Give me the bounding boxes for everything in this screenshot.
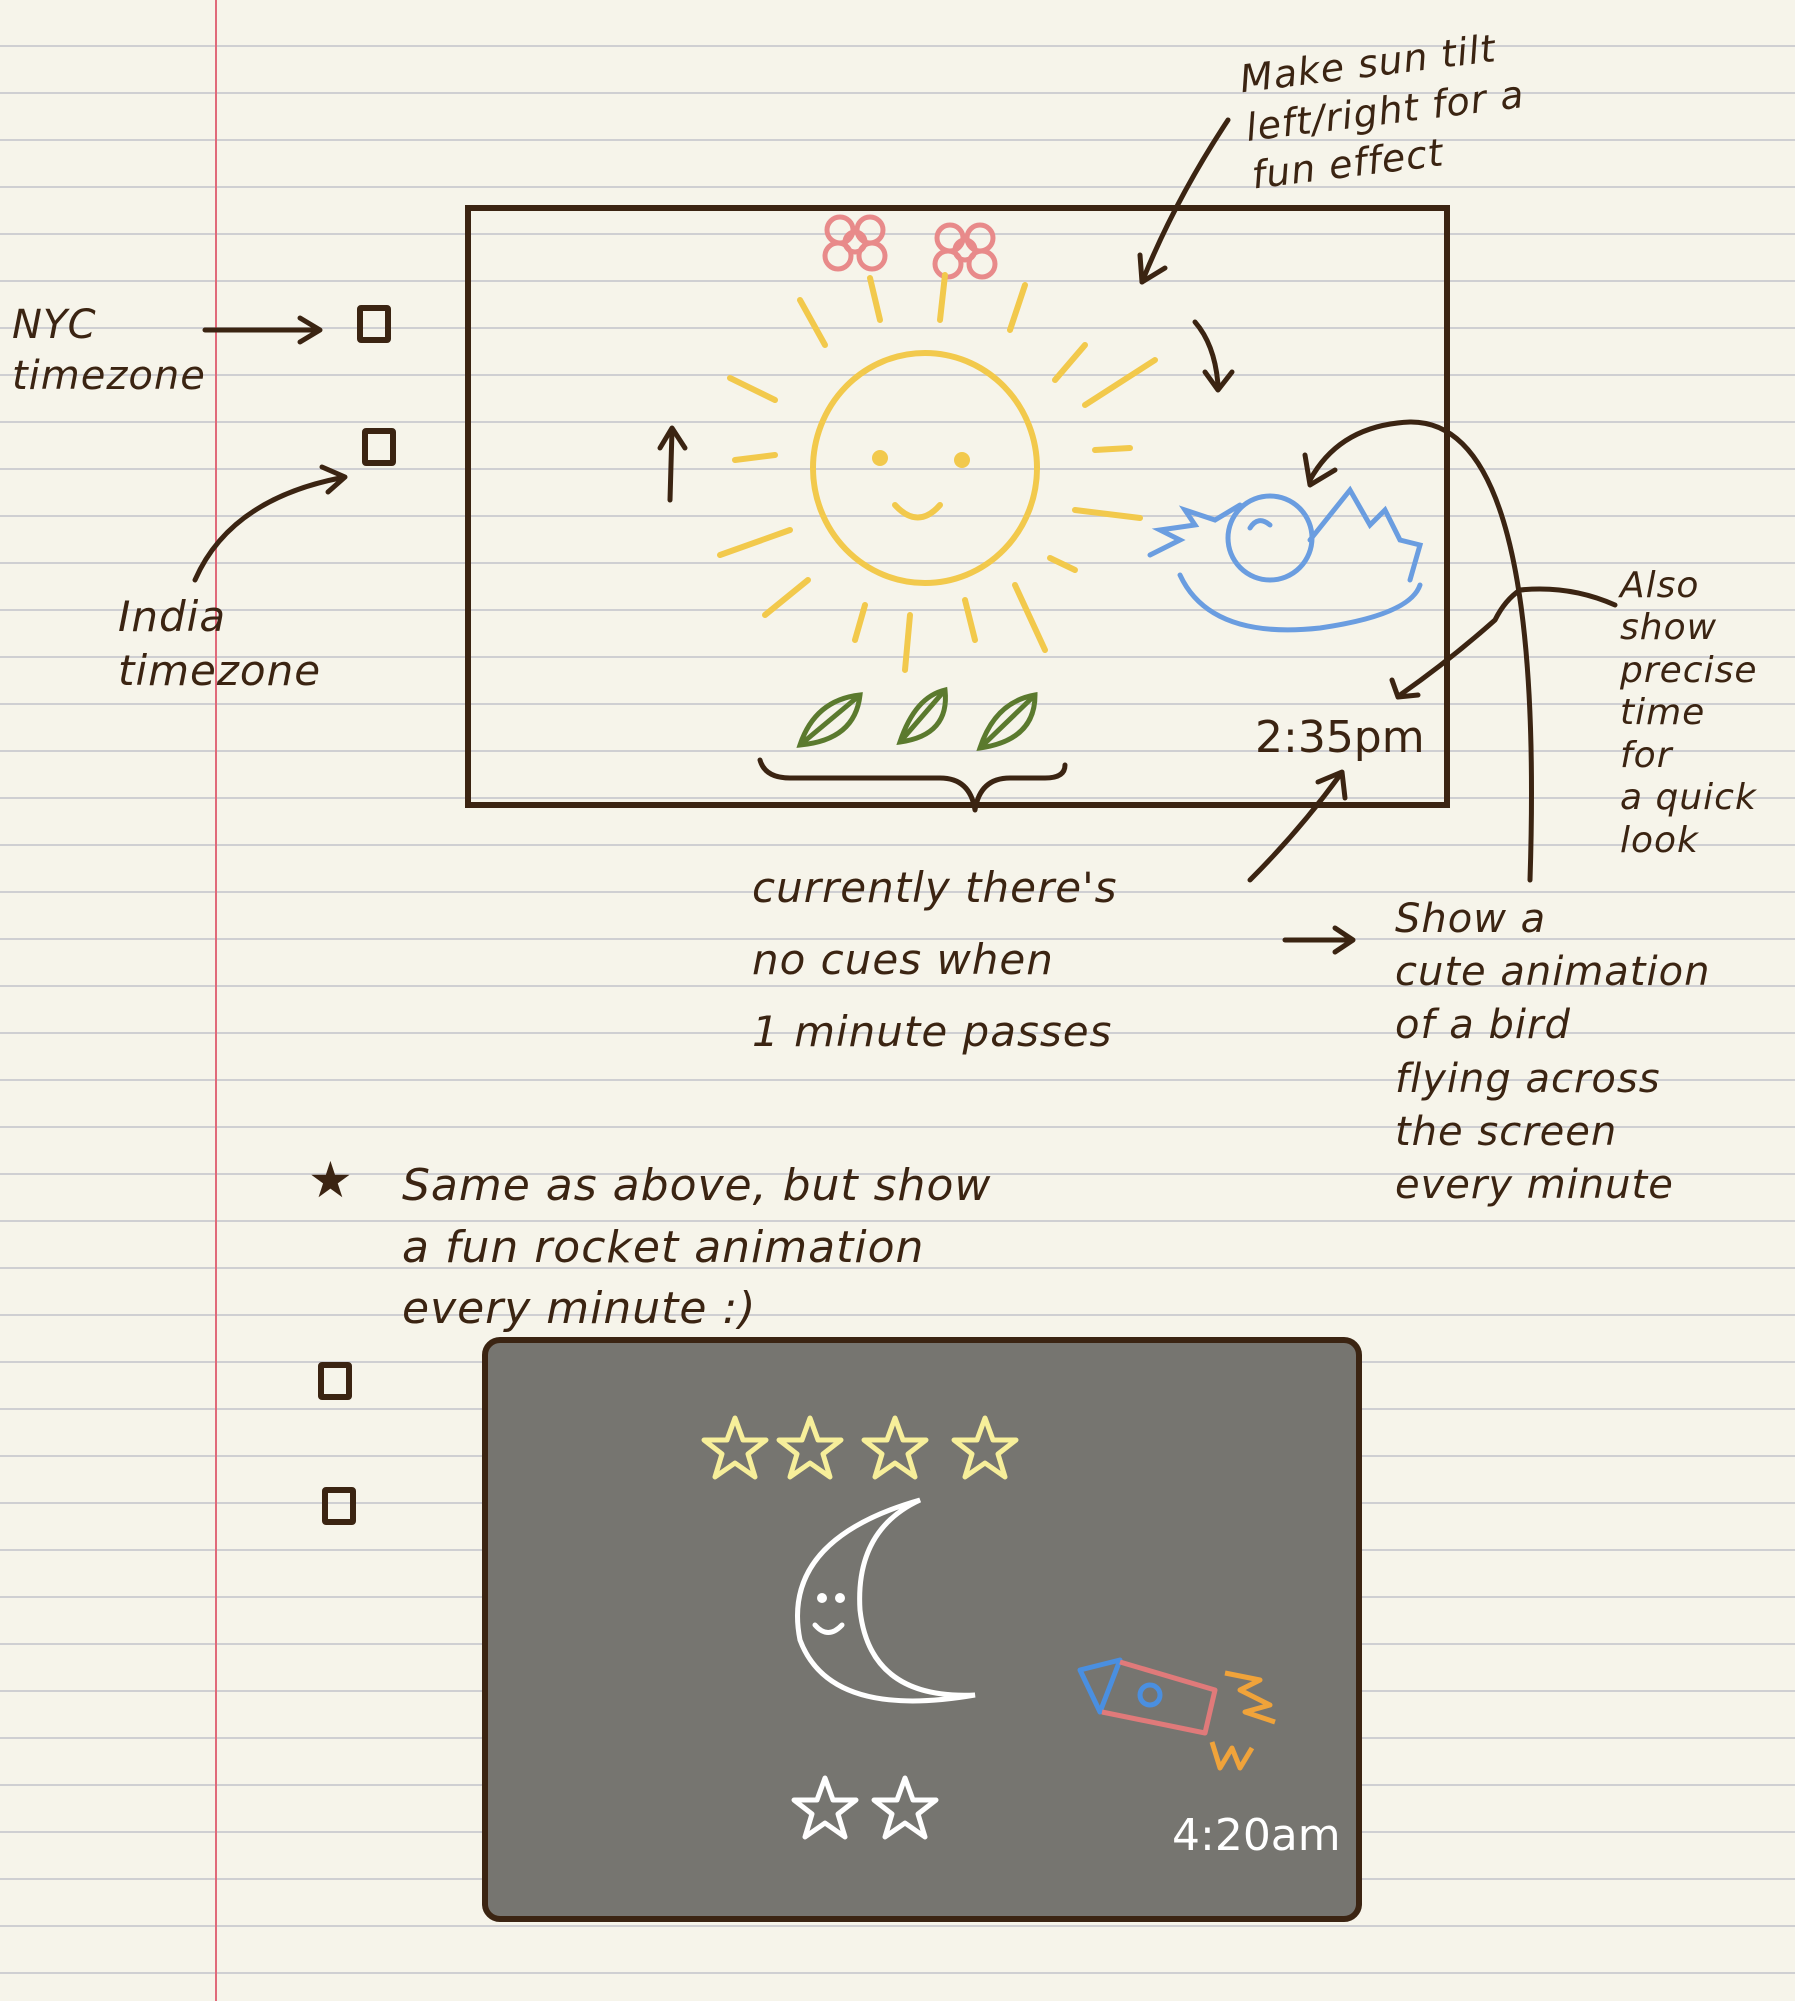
rocket-note-star: ★ bbox=[308, 1151, 354, 1209]
rocket-animation-note: Same as above, but show a fun rocket ani… bbox=[402, 1160, 992, 1335]
star-icon bbox=[791, 1775, 939, 1840]
flower-icon bbox=[822, 214, 888, 272]
india-timezone-label: India timezone bbox=[118, 592, 322, 695]
leaf-icon bbox=[796, 692, 863, 748]
sun-icon bbox=[717, 272, 1158, 673]
night-option-2-checkbox[interactable] bbox=[322, 1487, 356, 1525]
leaf-icon bbox=[976, 692, 1038, 752]
precise-time-note: Also show precise time for a quick look bbox=[1620, 565, 1758, 861]
nyc-timezone-checkbox[interactable] bbox=[357, 305, 391, 343]
day-clock-frame bbox=[465, 205, 1450, 808]
india-timezone-checkbox[interactable] bbox=[362, 428, 396, 466]
annotation-arrows bbox=[192, 117, 1618, 955]
night-option-1-checkbox[interactable] bbox=[318, 1362, 352, 1400]
moon-icon bbox=[795, 1497, 976, 1704]
day-time-label: 2:35pm bbox=[1255, 712, 1425, 763]
night-time-label: 4:20am bbox=[1172, 1810, 1341, 1861]
rocket-icon bbox=[1077, 1657, 1276, 1771]
leaf-icon bbox=[896, 686, 948, 746]
no-cues-note: currently there's no cues when 1 minute … bbox=[752, 863, 1118, 1057]
nyc-timezone-label: NYC timezone bbox=[12, 302, 206, 400]
flower-icon bbox=[932, 222, 998, 280]
notebook-margin-line bbox=[215, 0, 217, 2001]
star-icon bbox=[701, 1415, 1019, 1480]
sun-face bbox=[872, 450, 970, 468]
bird-animation-note: Show a cute animation of a bird flying a… bbox=[1395, 896, 1711, 1208]
bird-icon bbox=[1147, 485, 1424, 633]
